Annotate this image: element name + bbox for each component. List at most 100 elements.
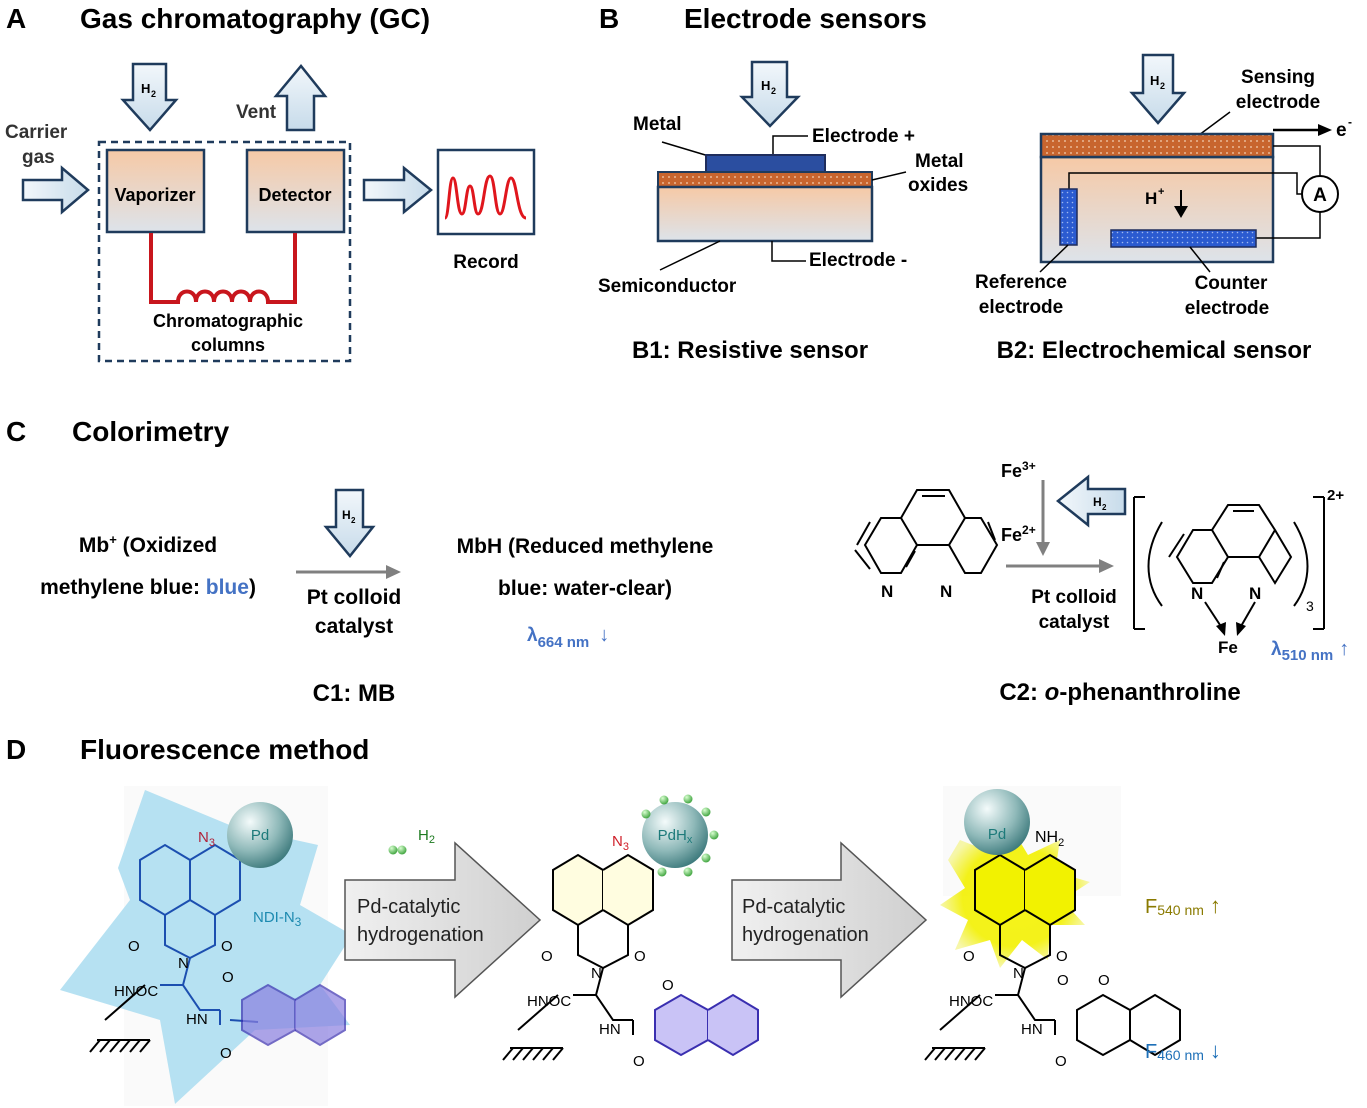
- surface-anchor-3: [924, 1047, 986, 1061]
- reaction-arrow-c2-icon: [1099, 559, 1114, 573]
- svg-text:2: 2: [1160, 81, 1165, 91]
- metal-oxides-label-1: Metal: [915, 151, 964, 172]
- fe-complex-molecule: [1133, 496, 1325, 630]
- electron-arrow-icon: [1318, 124, 1332, 136]
- o-label-3b: O: [1056, 948, 1068, 965]
- h2-arrow-c2-icon: H 2: [1055, 474, 1127, 528]
- semiconductor-block: [656, 185, 874, 243]
- svg-text:H: H: [1150, 73, 1159, 88]
- o-label-2a: O: [541, 948, 553, 965]
- h2-label-d: H2: [418, 827, 435, 846]
- o-label-2d: O: [633, 1053, 645, 1070]
- hnoc-label-2: HNOC: [527, 993, 571, 1010]
- metal-electrode: [705, 154, 826, 173]
- column-coil-icon: [149, 233, 297, 304]
- phen-n-right: N: [940, 582, 952, 601]
- panel-b-letter: B: [599, 3, 619, 34]
- mbh-label-1: MbH (Reduced methylene: [457, 535, 714, 558]
- svg-text:H: H: [141, 81, 150, 96]
- mbh-label-2: blue: water-clear): [498, 577, 672, 600]
- coumarin-ring-2: [654, 993, 709, 1057]
- h2-arrow-b1-icon: H 2: [739, 60, 801, 128]
- mb-plus-label-2: methylene blue: blue): [40, 576, 256, 599]
- o-label-1a: O: [128, 938, 140, 955]
- metal-oxides-label-2: oxides: [908, 175, 968, 196]
- panel-a: A Gas chromatography (GC) H 2 Vent Carri…: [5, 3, 536, 363]
- panel-c-title: Colorimetry: [72, 416, 230, 447]
- c1-catalyst-label-2: catalyst: [315, 615, 393, 638]
- f540-label: F540 nm↑: [1145, 893, 1221, 918]
- panel-c-letter: C: [6, 416, 26, 447]
- reference-electrode: [1059, 188, 1078, 246]
- complex-charge: 2+: [1327, 487, 1344, 504]
- step-2-label-2: hydrogenation: [742, 924, 869, 946]
- h2-arrow-b2-icon: H 2: [1129, 53, 1187, 125]
- electrode-plus-label: Electrode +: [812, 126, 915, 147]
- probe-molecule-1: [139, 843, 259, 1025]
- carrier-arrow-icon: [21, 165, 90, 215]
- step-1-label-1: Pd-catalytic: [357, 896, 460, 918]
- pd-nanoparticle-3-icon: [964, 789, 1030, 855]
- reference-label-2: electrode: [979, 297, 1063, 318]
- svg-text:2: 2: [771, 86, 776, 96]
- surface-anchor-2: [502, 1047, 564, 1061]
- detector-box: [245, 148, 346, 234]
- columns-label-1: Chromatographic: [153, 311, 303, 331]
- n-label-2: N: [591, 965, 602, 982]
- hnoc-label-1: HNOC: [114, 983, 158, 1000]
- metal-label: Metal: [633, 114, 682, 135]
- step-arrow-1-icon: [344, 841, 542, 999]
- electron-label: e: [1336, 120, 1347, 141]
- pd-nanoparticle-1-icon: [227, 802, 293, 868]
- panel-b-title: Electrode sensors: [684, 3, 927, 34]
- o-label-1c: O: [222, 969, 234, 986]
- chromatogram-icon: [443, 174, 527, 220]
- c2-caption: C2: o-phenanthroline: [999, 679, 1240, 706]
- step-1-label-2: hydrogenation: [357, 924, 484, 946]
- c1-caption: C1: MB: [313, 680, 396, 707]
- o-label-3d: O: [1098, 972, 1110, 989]
- counter-electrode: [1110, 229, 1257, 248]
- svg-text:H: H: [342, 508, 351, 522]
- svg-text:H: H: [1093, 495, 1102, 509]
- h2-arrow-icon: H 2: [120, 62, 179, 132]
- c2-catalyst-label-2: catalyst: [1039, 612, 1110, 633]
- reference-label-1: Reference: [975, 272, 1067, 293]
- sensing-label-1: Sensing: [1241, 67, 1315, 88]
- panel-d-letter: D: [6, 734, 26, 765]
- nh2-label: NH2: [1035, 829, 1064, 849]
- gc-instrument-outline: [97, 140, 352, 363]
- sensing-label-2: electrode: [1236, 92, 1320, 113]
- carrier-label-2: gas: [22, 147, 55, 168]
- sensing-electrode: [1039, 132, 1275, 159]
- phen-n-left: N: [881, 582, 893, 601]
- probe-molecule-3: [974, 853, 1181, 1057]
- svg-text:2: 2: [151, 89, 156, 99]
- panel-b: B Electrode sensors H 2 Metal Electrode …: [598, 3, 1352, 364]
- lambda-664-label: λ664 nm↓: [527, 624, 609, 651]
- panel-a-letter: A: [6, 3, 26, 34]
- hn-label-1: HN: [186, 1011, 208, 1028]
- fe3-label: Fe3+: [1001, 459, 1036, 481]
- n3-label-2: N3: [612, 833, 629, 853]
- svg-text:+: +: [1158, 186, 1164, 198]
- svg-text:H: H: [761, 78, 770, 93]
- fe-reduction-arrow-icon: [1036, 542, 1050, 556]
- panel-d: D Fluorescence method N3 NDI-N3 HNOC HN …: [6, 734, 1221, 1106]
- n-label-1: N: [178, 955, 189, 972]
- b2-caption: B2: Electrochemical sensor: [997, 337, 1312, 364]
- vaporizer-label: Vaporizer: [114, 185, 195, 205]
- h2-molecule-icon: [388, 845, 398, 855]
- vaporizer-box: [105, 148, 206, 234]
- detector-label: Detector: [258, 185, 331, 205]
- svg-text:-: -: [1348, 115, 1352, 129]
- o-label-1d: O: [220, 1045, 232, 1062]
- counter-label-2: electrode: [1185, 298, 1269, 319]
- n-label-3: N: [1013, 965, 1024, 982]
- o-label-3c: O: [1057, 972, 1069, 989]
- panel-a-title: Gas chromatography (GC): [80, 3, 430, 34]
- phenanthroline-molecule: [854, 489, 999, 574]
- pd-label-3: Pd: [988, 826, 1006, 843]
- step-arrow-2-icon: [731, 841, 928, 999]
- c2-catalyst-label-1: Pt colloid: [1031, 587, 1117, 608]
